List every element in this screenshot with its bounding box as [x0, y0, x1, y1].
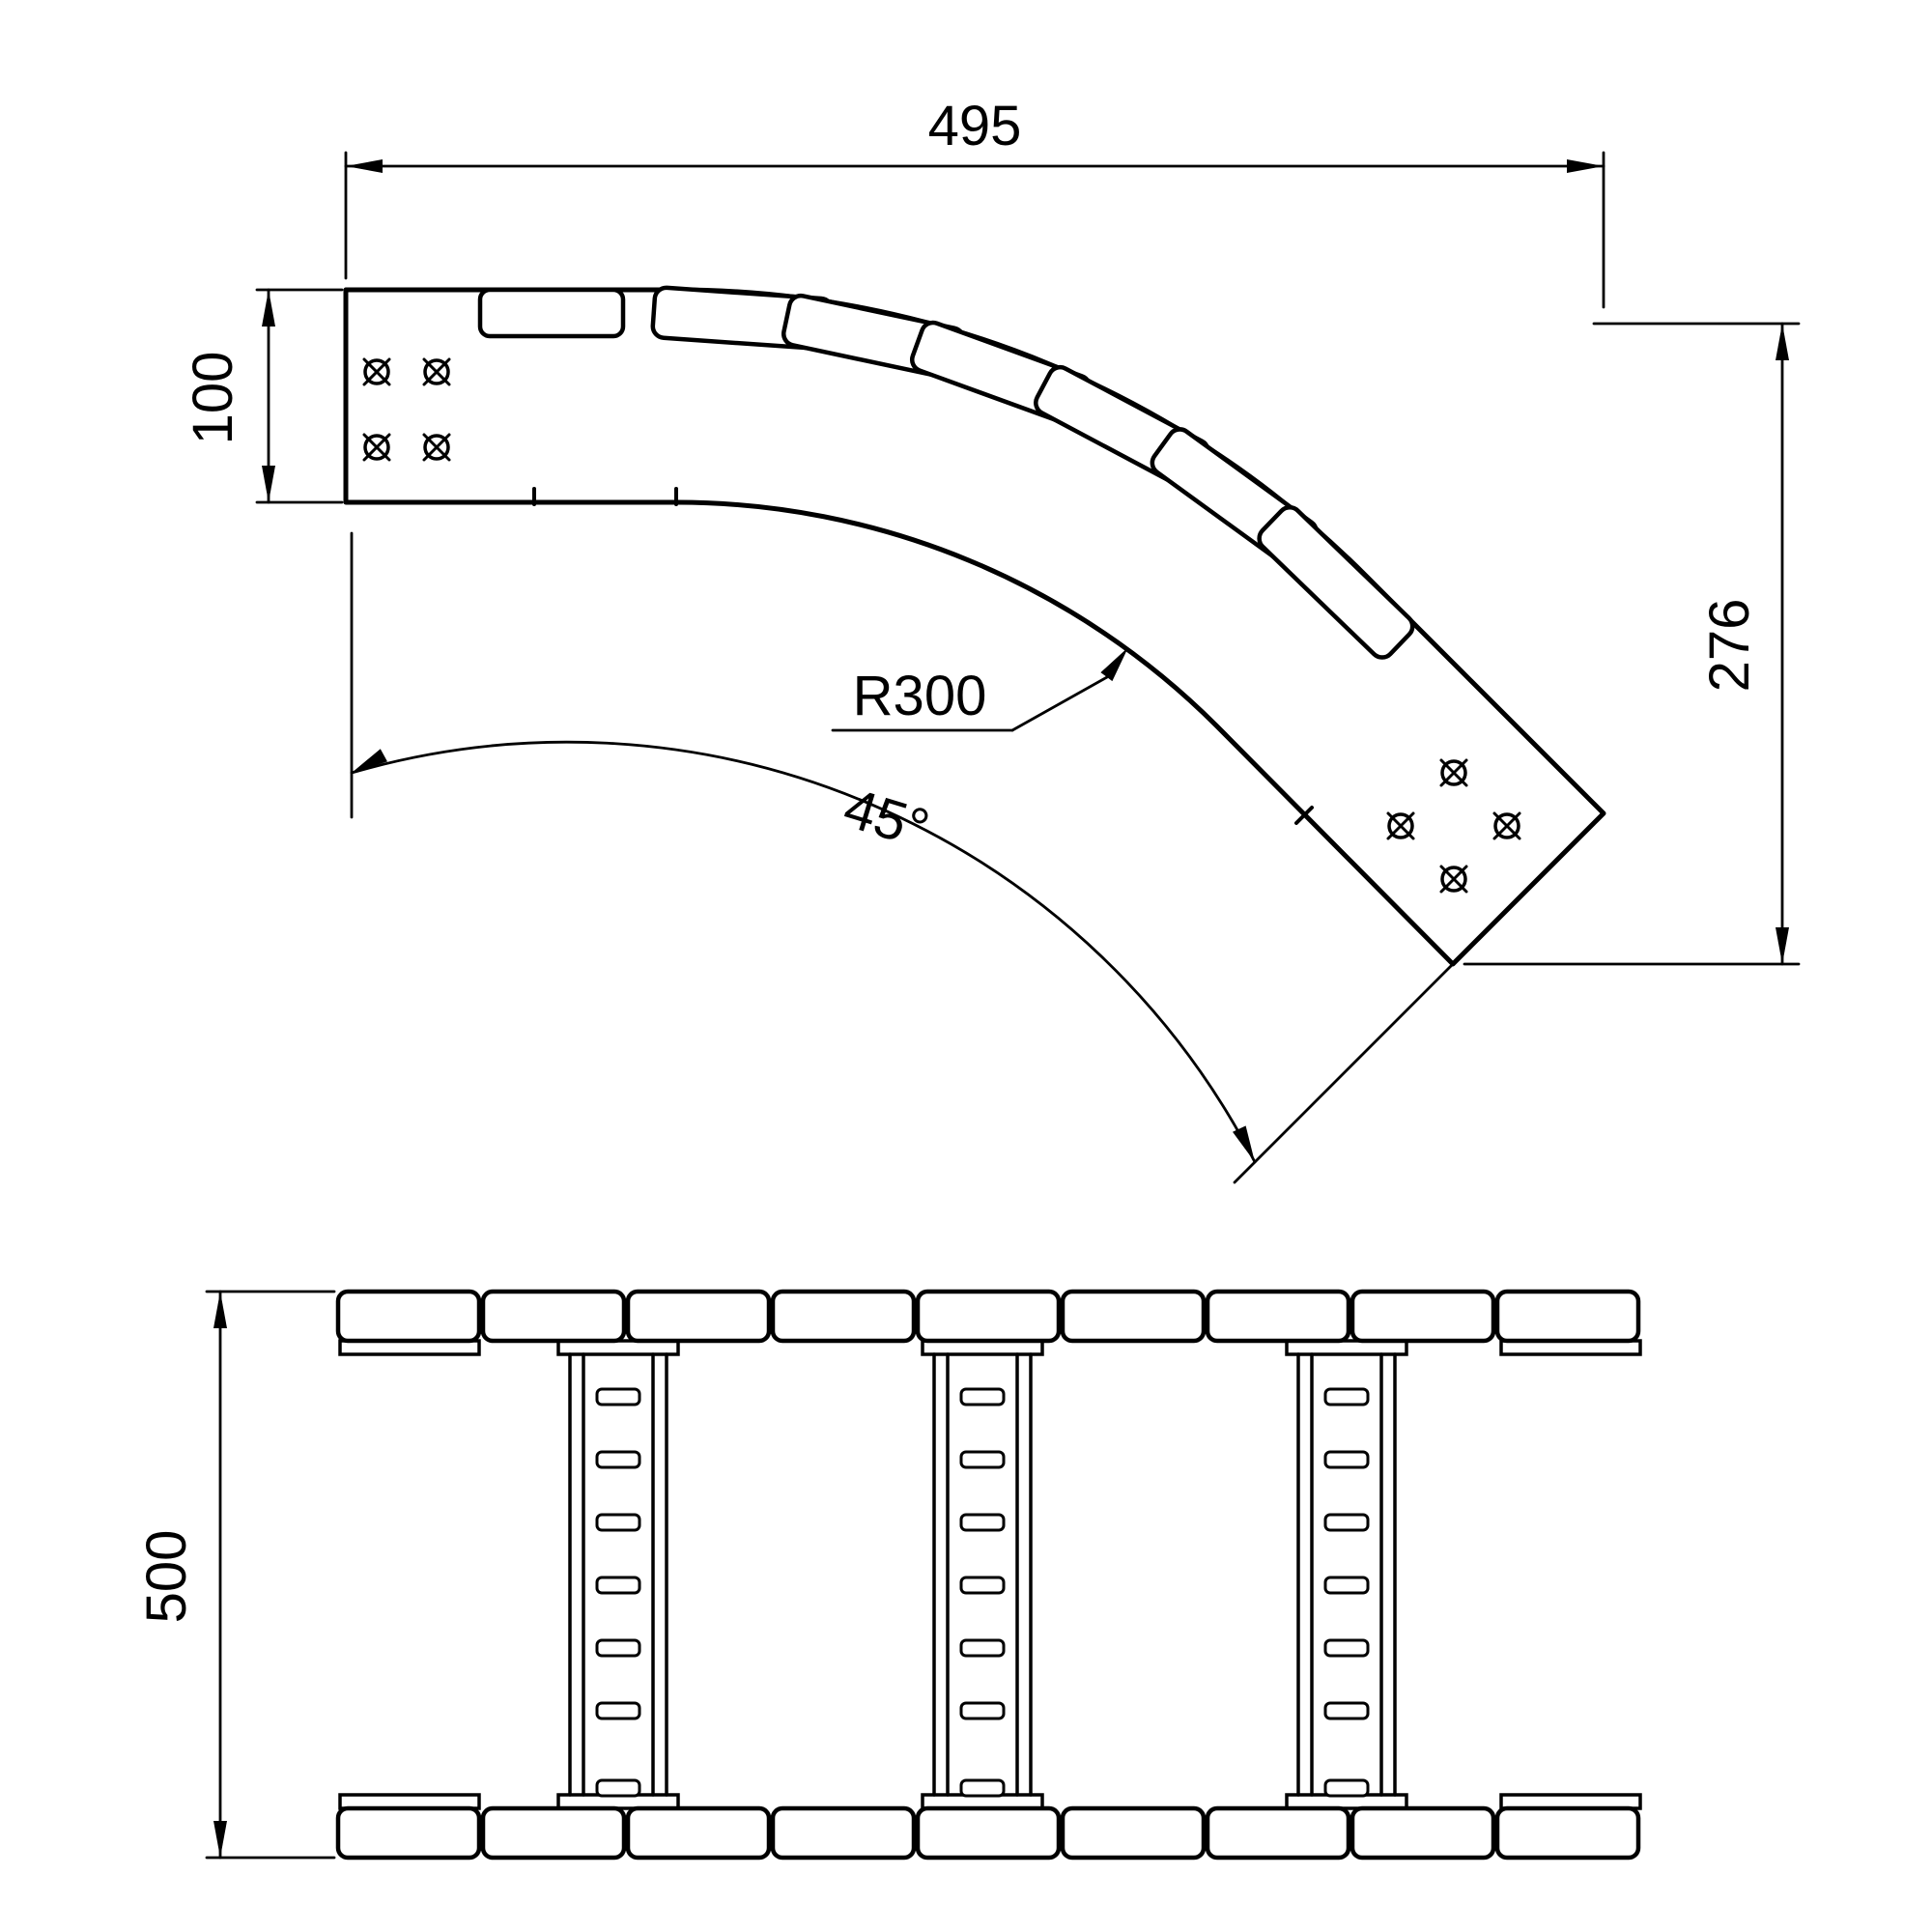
rail-segment	[628, 1808, 769, 1858]
bottom-view-ladder: 500	[135, 1290, 1642, 1860]
arrowhead	[346, 159, 383, 173]
dim-radius-label: R300	[853, 665, 987, 727]
angle-dimension-45: 45°	[350, 531, 1455, 1184]
arrowhead	[262, 290, 275, 327]
rail-segment	[1497, 1808, 1638, 1858]
rail-segment	[1063, 1808, 1204, 1858]
bolt-hole	[422, 357, 451, 386]
rail-segment	[773, 1808, 914, 1858]
dimension-100: 100	[182, 288, 344, 504]
ladder-rung	[1285, 1339, 1408, 1810]
ladder-rung	[921, 1339, 1044, 1810]
arrowhead	[213, 1292, 227, 1328]
bolt-hole	[1439, 865, 1468, 894]
rail-segment	[773, 1292, 914, 1341]
seam-tick	[1294, 806, 1314, 825]
right-flange-holes	[1386, 758, 1521, 894]
outer-rail-segments	[477, 285, 1415, 660]
rail-segment	[338, 1808, 479, 1858]
bolt-hole	[362, 357, 391, 386]
rail-segment	[1352, 1292, 1493, 1341]
rail-segment	[483, 1808, 624, 1858]
rail-segment	[338, 1292, 479, 1341]
arrowhead	[1100, 647, 1128, 682]
bolt-hole	[422, 433, 451, 462]
dim-height-label: 276	[1698, 599, 1761, 693]
dimension-500: 500	[135, 1290, 336, 1860]
bolt-hole	[1386, 811, 1415, 840]
bolt-hole	[1492, 811, 1521, 840]
rail-segment	[1063, 1292, 1204, 1341]
rail-segment	[918, 1292, 1059, 1341]
rail-plate	[1257, 505, 1415, 660]
arrowhead	[1233, 1125, 1255, 1162]
top-view-bend: 495 100 276 R300	[182, 95, 1801, 1184]
top-rail	[338, 1292, 1638, 1341]
dimension-276: 276	[1463, 322, 1801, 966]
dimension-495: 495	[344, 95, 1605, 309]
dim-angle-label: 45°	[837, 776, 936, 861]
bolt-hole	[1439, 758, 1468, 787]
rail-segment	[483, 1292, 624, 1341]
rail-plate	[477, 287, 626, 339]
arrowhead	[352, 749, 387, 773]
bolt-hole	[362, 433, 391, 462]
ladder-rung	[556, 1339, 680, 1810]
rail-segment	[1208, 1808, 1349, 1858]
dim-tray-width-label: 500	[135, 1530, 198, 1624]
bottom-rail	[338, 1808, 1638, 1858]
arrowhead	[1776, 927, 1789, 964]
arrowhead	[262, 466, 275, 502]
rail-segment	[628, 1292, 769, 1341]
arrowhead	[1776, 324, 1789, 360]
rail-segment	[1352, 1808, 1493, 1858]
dim-rail-height-label: 100	[182, 352, 244, 445]
dim-width-label: 495	[928, 95, 1022, 157]
rail-segment	[1497, 1292, 1638, 1341]
arrowhead	[213, 1821, 227, 1858]
left-flange-holes	[362, 357, 451, 462]
rail-segment	[918, 1808, 1059, 1858]
arrowhead	[1567, 159, 1604, 173]
radius-leader-r300: R300	[831, 647, 1128, 732]
rail-segment	[1208, 1292, 1349, 1341]
